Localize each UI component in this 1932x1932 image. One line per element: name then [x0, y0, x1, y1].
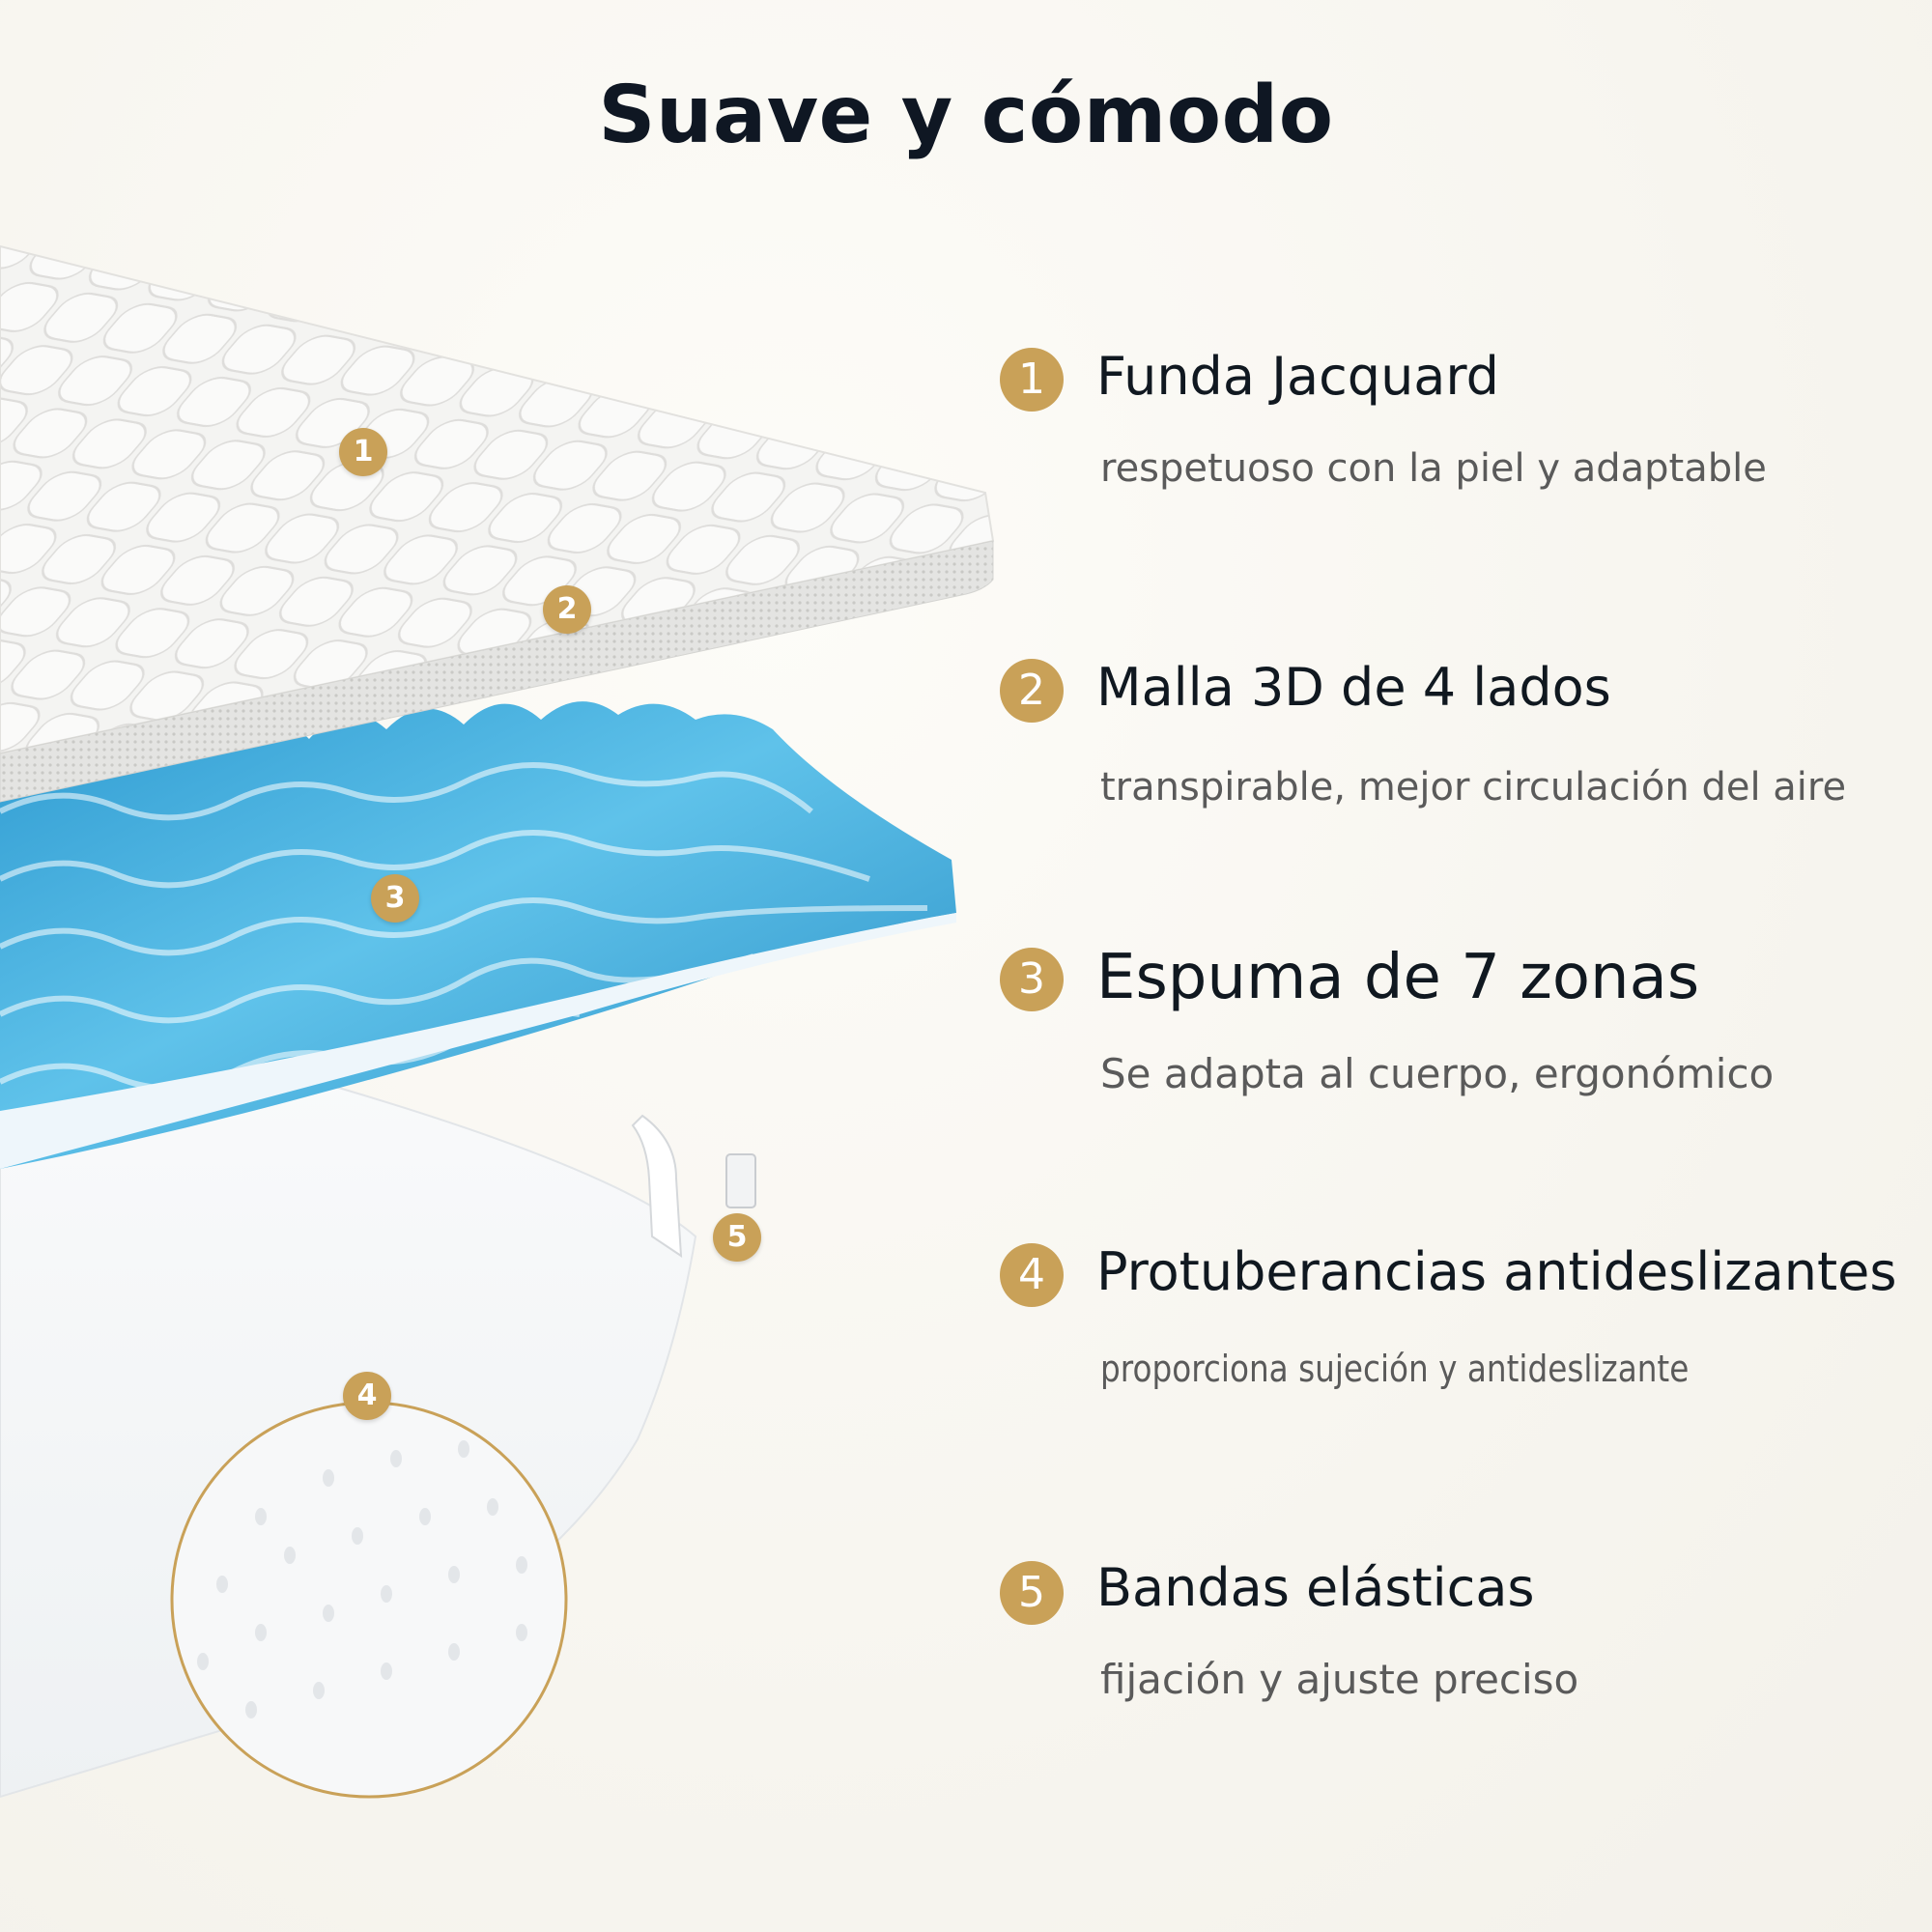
- foam-layer: [0, 701, 956, 1169]
- feature-description: respetuoso con la piel y adaptable: [1100, 446, 1767, 491]
- page-title: Suave y cómodo: [598, 70, 1334, 161]
- feature-description: Se adapta al cuerpo, ergonómico: [1100, 1050, 1775, 1097]
- feature-title: Espuma de 7 zonas: [1096, 942, 1700, 1013]
- marker-4: 4: [343, 1372, 391, 1420]
- feature-description: fijación y ajuste preciso: [1100, 1656, 1579, 1703]
- marker-3: 3: [371, 874, 419, 923]
- feature-number-badge: 1: [1000, 348, 1064, 412]
- marker-5: 5: [713, 1213, 761, 1262]
- mattress-layers-svg: [0, 244, 995, 1799]
- feature-title: Malla 3D de 4 lados: [1096, 657, 1611, 718]
- feature-title: Protuberancias antideslizantes: [1096, 1241, 1897, 1302]
- feature-number-badge: 2: [1000, 659, 1064, 723]
- feature-description: transpirable, mejor circulación del aire: [1100, 765, 1847, 810]
- mesh-side: [0, 540, 994, 803]
- marker-1: 1: [339, 428, 387, 476]
- elastic-band-clip: [725, 1153, 756, 1208]
- feature-title: Funda Jacquard: [1096, 346, 1499, 407]
- feature-number-badge: 5: [1000, 1561, 1064, 1625]
- feature-number-badge: 4: [1000, 1243, 1064, 1307]
- non-slip-dots: [197, 1440, 527, 1719]
- marker-2: 2: [543, 585, 591, 634]
- feature-number-badge: 3: [1000, 948, 1064, 1011]
- mattress-layers-illustration: [0, 213, 1024, 1835]
- feature-description: proporciona sujeción y antideslizante: [1100, 1348, 1690, 1390]
- elastic-band: [631, 1114, 683, 1258]
- foam-ridges: [0, 762, 928, 1092]
- zoom-circle: [170, 1401, 568, 1799]
- feature-title: Bandas elásticas: [1096, 1557, 1535, 1618]
